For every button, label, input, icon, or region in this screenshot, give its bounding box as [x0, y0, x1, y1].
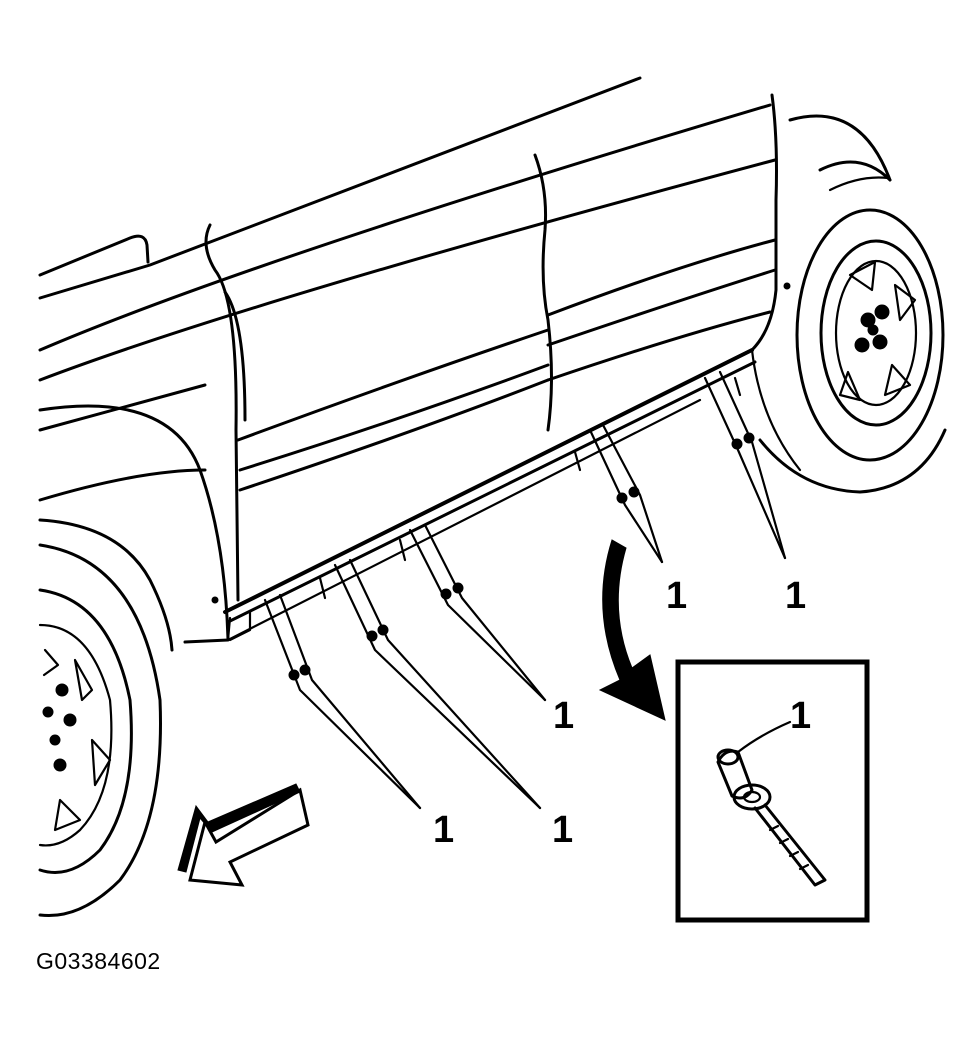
rear-wheel [750, 114, 947, 494]
callout-label: 1 [785, 575, 806, 617]
callout-label: 1 [790, 695, 811, 737]
curved-arrow-icon [598, 539, 666, 721]
front-wheel [38, 543, 162, 918]
callout-label: 1 [433, 809, 454, 851]
callout-label: 1 [553, 695, 574, 737]
fastener-leaders [263, 370, 787, 810]
callout-labels: 1 1 1 1 1 1 [433, 575, 811, 851]
callout-label: 1 [666, 575, 687, 617]
detail-inset [675, 659, 870, 923]
forward-arrow-icon [177, 783, 310, 887]
figure-id: G03384602 [36, 948, 161, 974]
callout-label: 1 [552, 809, 573, 851]
vehicle-body [38, 76, 791, 652]
rivet-icon [716, 720, 827, 887]
